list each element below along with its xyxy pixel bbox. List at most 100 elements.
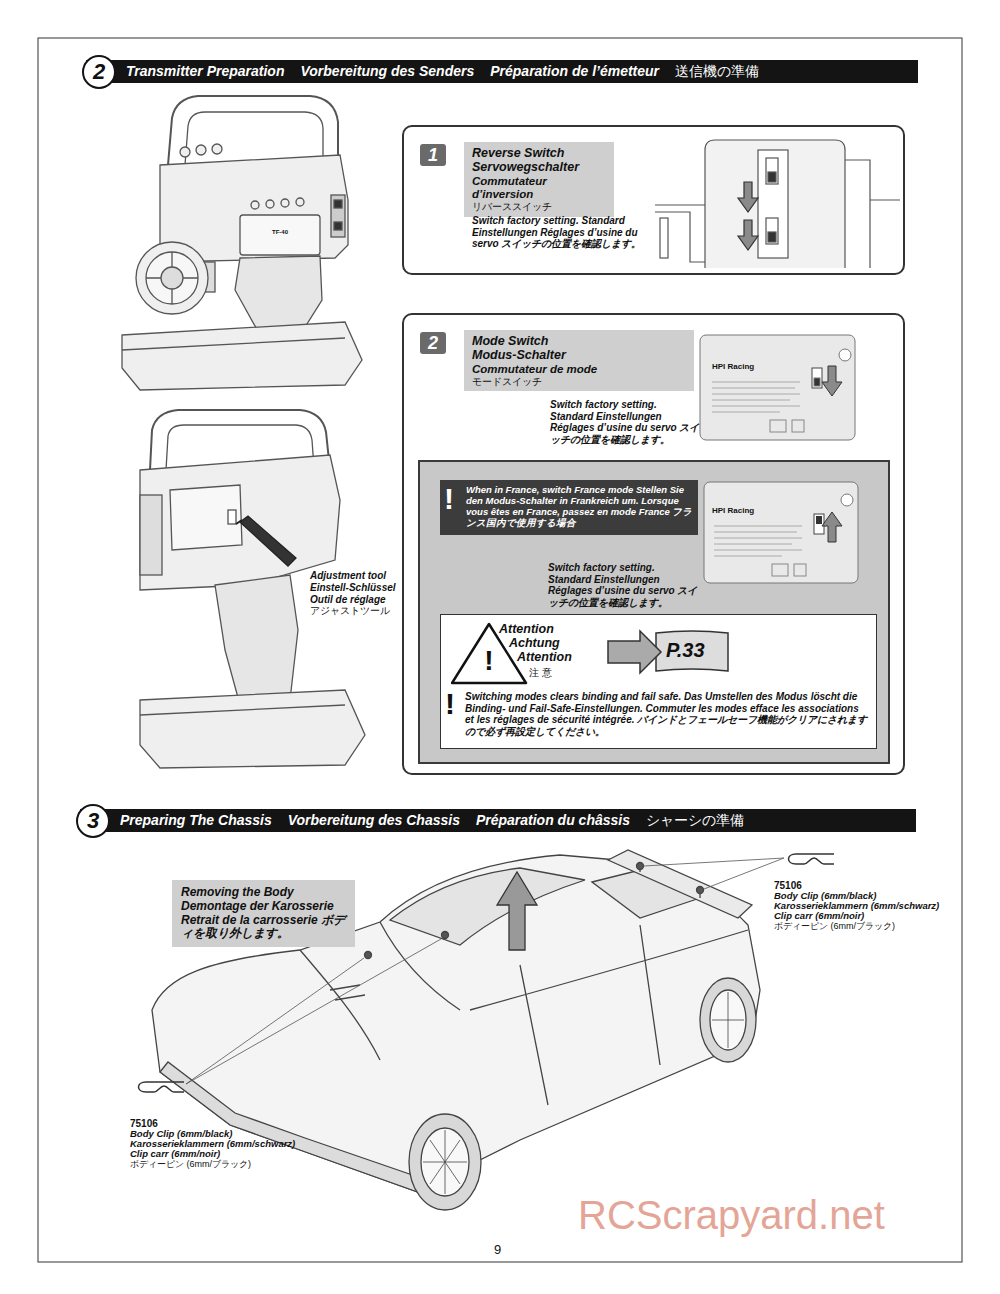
car-body <box>365 952 372 959</box>
step-number: 2 <box>420 332 446 354</box>
transmitter-back <box>228 510 236 524</box>
reverse-switch-view <box>660 218 668 258</box>
transmitter-front <box>161 267 183 289</box>
car-body <box>423 1130 467 1194</box>
transmitter-front <box>122 338 345 350</box>
car-body <box>152 850 760 1210</box>
leader-line <box>186 939 441 1084</box>
mode-plate <box>822 366 842 396</box>
section-title: Vorbereitung des Chassis <box>288 812 460 828</box>
step-title: モードスイッチ <box>472 376 686 388</box>
reverse-switch-view <box>768 232 776 242</box>
tool-label: Outil de réglage <box>310 594 386 606</box>
page-reference-icon <box>656 631 728 671</box>
car-body <box>700 978 756 1062</box>
transmitter-front <box>331 195 345 237</box>
step-box: 1Switch factory setting. Standard Einste… <box>402 125 905 275</box>
attention-title: 注 意 <box>529 667 552 679</box>
attention-title: Achtung <box>509 636 560 650</box>
section-title: Transmitter Preparation <box>126 63 284 79</box>
section-number: 2 <box>82 55 116 89</box>
reverse-switch-view <box>705 140 845 268</box>
mode-plate <box>704 482 858 583</box>
mode-plate <box>812 368 822 388</box>
step-number: 1 <box>420 144 446 166</box>
car-body <box>409 1114 481 1210</box>
mode-plate <box>814 514 824 534</box>
plate-text: HPI Racing <box>712 506 754 515</box>
reverse-switch-view <box>738 220 758 250</box>
transmitter-back <box>215 575 298 705</box>
page-frame <box>38 38 962 1262</box>
transmitter-back <box>240 516 296 566</box>
step-heading: Mode SwitchModus-SchalterCommutateur de … <box>464 330 694 391</box>
reverse-switch-view <box>655 205 705 262</box>
page-number: 9 <box>494 1243 501 1258</box>
car-body <box>608 850 752 918</box>
step-title: リバーススイッチ <box>472 201 606 213</box>
transmitter-front <box>212 144 222 154</box>
transmitter-front <box>196 145 206 155</box>
section-title: シャーシの準備 <box>646 812 744 828</box>
car-body <box>442 932 449 939</box>
device-label: TF-40 <box>272 229 288 236</box>
section-header: 2Transmitter PreparationVorbereitung des… <box>86 60 918 83</box>
reverse-switch-view <box>845 160 900 268</box>
section-title: Préparation de l’émetteur <box>490 63 659 79</box>
mode-plate <box>792 420 804 432</box>
page-reference: P.33 <box>606 627 731 677</box>
transmitter-back <box>140 690 365 768</box>
transmitter-front <box>266 200 274 208</box>
tool-label: Einstell-Schlüssel <box>310 582 396 594</box>
section-title: Vorbereitung des Senders <box>300 63 474 79</box>
mode-plate <box>770 420 786 432</box>
warning-mark: ! <box>444 482 462 517</box>
transmitter-front <box>180 147 190 157</box>
factory-note: Switch factory setting. Standard Einstel… <box>472 215 642 250</box>
transmitter-front <box>146 252 198 304</box>
reverse-switch-view <box>768 172 776 182</box>
section-number: 3 <box>76 804 110 838</box>
warning-text: When in France, switch France mode Stell… <box>466 485 694 529</box>
step-heading: Reverse SwitchServowegschalterCommutateu… <box>464 142 614 217</box>
section-title: Preparing The Chassis <box>120 812 272 828</box>
factory-note: Switch factory setting. Standard Einstel… <box>548 562 698 608</box>
transmitter-front <box>122 96 362 390</box>
tool-label: アジャストツール <box>310 606 390 617</box>
section-header: 3Preparing The ChassisVorbereitung des C… <box>80 809 916 832</box>
car-body <box>390 868 585 945</box>
transmitter-front <box>240 215 320 255</box>
transmitter-front <box>136 242 208 314</box>
warning-mark: ! <box>445 687 463 722</box>
car-body <box>640 866 700 898</box>
factory-note: Switch factory setting. Standard Einstel… <box>550 399 700 445</box>
reverse-switch-view <box>758 150 788 258</box>
transmitter-back <box>140 495 162 575</box>
section-title: 送信機の準備 <box>675 63 759 79</box>
mode-plate <box>714 526 802 556</box>
car-body <box>712 992 744 1048</box>
transmitter-back <box>140 455 340 590</box>
car-body <box>497 872 537 950</box>
step-title: Commutateur d’inversion <box>472 175 606 201</box>
transmitter-back <box>140 705 345 715</box>
mode-plate <box>816 516 822 524</box>
tool-label: Adjustment tool <box>310 570 386 582</box>
transmitter-front <box>251 201 259 209</box>
mode-plate <box>772 564 788 576</box>
reverse-switch-view <box>766 218 778 244</box>
watermark: RCScrapyard.net <box>578 1192 885 1238</box>
transmitter-front <box>168 96 338 165</box>
part-name: ボディーピン (6mm/ブラック) <box>130 1159 251 1169</box>
transmitter-front <box>235 256 322 335</box>
warning-text: Switching modes clears binding and fail … <box>465 691 870 737</box>
step-title: Reverse Switch <box>472 146 606 160</box>
car-body <box>637 863 644 870</box>
mode-plate <box>839 349 851 361</box>
mode-plate <box>794 564 806 576</box>
warning-band: !When in France, switch France mode Stel… <box>440 480 698 535</box>
instruction: Removing the Body Demontage der Karosser… <box>181 886 346 941</box>
transmitter-back <box>236 520 242 524</box>
transmitter-back <box>170 485 242 550</box>
section-title: Préparation du châssis <box>476 812 630 828</box>
